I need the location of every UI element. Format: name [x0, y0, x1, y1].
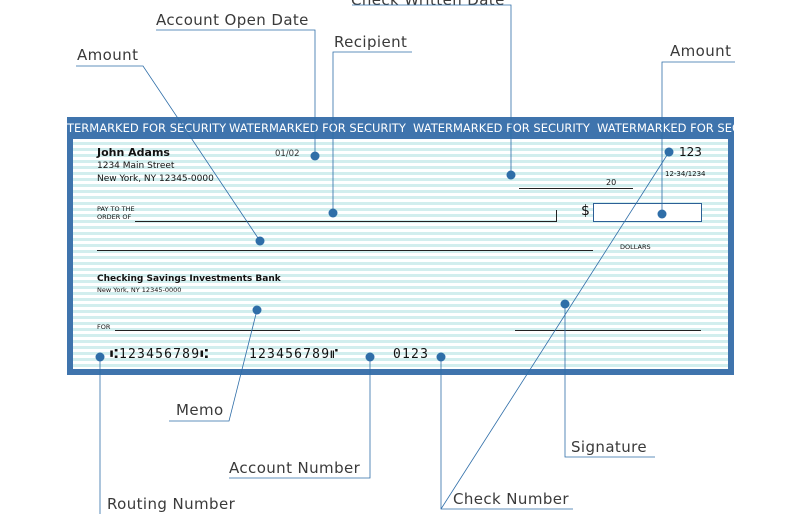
callout-memo: Memo	[176, 401, 224, 419]
payee-line	[135, 221, 557, 222]
watermark-text: WATERMARKED FOR SECURITY	[413, 121, 590, 135]
callout-check-number: Check Number	[453, 490, 569, 508]
callout-amount-words: Amount	[77, 46, 139, 64]
micr-check-number: 0123	[393, 347, 430, 362]
bank-name: Checking Savings Investments Bank	[97, 274, 281, 284]
watermark-text: WATERMARKED FOR SECURITY	[229, 121, 406, 135]
micr-routing-number: ⑆123456789⑆	[110, 347, 210, 362]
watermark-text: WATERMARKED FOR SECU	[597, 121, 734, 135]
owner-address-line2: New York, NY 12345-0000	[97, 174, 214, 184]
dollars-label: DOLLARS	[620, 243, 651, 251]
dollar-sign: $	[581, 203, 590, 219]
account-open-date: 01/02	[275, 149, 300, 159]
amount-words-line	[97, 250, 593, 251]
date-year-prefix: 20	[606, 178, 617, 187]
payee-line-end	[556, 210, 557, 221]
callout-recipient: Recipient	[334, 33, 408, 51]
callout-check-written-date: Check Written Date	[351, 0, 505, 9]
security-watermark-band: TERMARKED FOR SECURITY WATERMARKED FOR S…	[67, 117, 734, 139]
owner-address-line1: 1234 Main Street	[97, 161, 175, 171]
memo-line	[115, 330, 300, 331]
date-line	[519, 188, 633, 189]
memo-label: FOR	[97, 323, 111, 331]
callout-account-open-date: Account Open Date	[156, 11, 309, 29]
callout-account-number: Account Number	[229, 459, 361, 477]
callout-amount-numeric: Amount	[670, 42, 732, 60]
owner-name: John Adams	[97, 146, 170, 159]
check-number: 123	[679, 145, 702, 159]
bank-check: TERMARKED FOR SECURITY WATERMARKED FOR S…	[67, 117, 734, 375]
callout-signature: Signature	[571, 438, 647, 456]
bank-address: New York, NY 12345-0000	[97, 286, 182, 294]
fraction-code: 12-34/1234	[665, 170, 706, 178]
leader-check-number-micr	[440, 357, 573, 510]
signature-line	[515, 330, 701, 331]
amount-box[interactable]	[593, 203, 702, 222]
watermark-text: TERMARKED FOR SECURITY	[67, 121, 227, 135]
check-face: John Adams 1234 Main Street New York, NY…	[73, 139, 728, 369]
micr-account-number: 123456789⑈	[249, 347, 340, 362]
callout-routing-number: Routing Number	[107, 495, 236, 513]
pay-to-label-1: PAY TO THE	[97, 205, 135, 213]
pay-to-label-2: ORDER OF	[97, 213, 132, 221]
